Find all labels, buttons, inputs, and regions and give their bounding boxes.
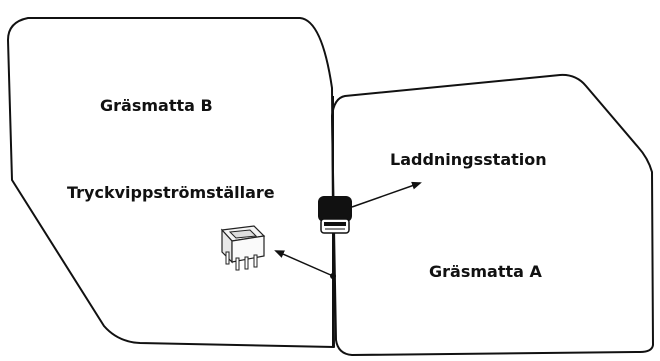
station-arrow <box>351 181 422 208</box>
rocker-switch-label: Tryckvippströmställare <box>67 183 275 202</box>
charging-station-label: Laddningsstation <box>390 150 547 169</box>
lawn-b-outline <box>7 17 335 348</box>
charging-station-icon <box>318 196 352 234</box>
lawn-a-outline <box>331 73 654 356</box>
lawn-b-label: Gräsmatta B <box>100 96 213 115</box>
rocker-switch-icon <box>220 225 266 271</box>
lawn-a-label: Gräsmatta A <box>429 262 542 281</box>
switch-arrow <box>274 250 334 277</box>
